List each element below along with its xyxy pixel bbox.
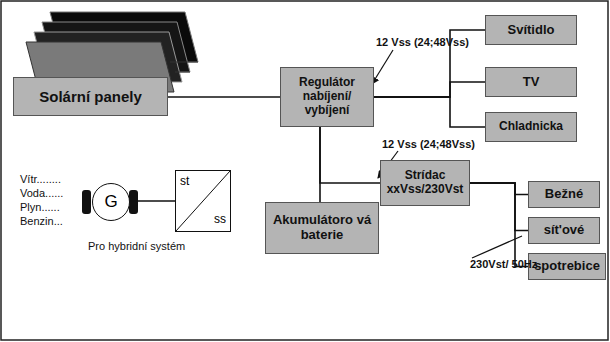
node-text: G [104, 192, 117, 212]
wire-connector [470, 183, 528, 267]
node-text: Svítidlo [508, 23, 555, 38]
inverter-box: Strídac xxVss/230Vst [380, 160, 470, 206]
ac-label: st [180, 175, 189, 189]
leader-line [372, 50, 393, 84]
annotation-label: Benzin... [20, 215, 63, 227]
node-text: sít'ové [544, 223, 585, 238]
annotation-label: 12 Vss (24;48Vss) [382, 138, 475, 150]
node-text: TV [523, 75, 540, 90]
annotation-label: 230Vst/ 50Hz [470, 258, 537, 270]
panel-box: Solární panely [13, 77, 168, 116]
annotation-label: Plyn...... [20, 201, 60, 213]
node-text: Regulátor nabíjení/ vybíjení [285, 76, 369, 117]
node-text: Bežné [545, 187, 583, 202]
battery-box: Akumulátoro vá baterie [265, 202, 379, 254]
load-box: Chladnicka [485, 112, 577, 142]
annotation-label: Pro hybridní systém [88, 240, 185, 252]
converter-box: st ss [175, 170, 231, 232]
wire-connector [470, 183, 528, 195]
appliance-box: sít'ové [528, 217, 600, 244]
dc-label: ss [214, 213, 226, 227]
node-text: Chladnicka [499, 120, 563, 134]
wire-connector [130, 200, 175, 202]
controller-box: Regulátor nabíjení/ vybíjení [280, 67, 374, 127]
node-text: spotrebice [534, 259, 600, 274]
annotation-label: Vítr........ [20, 173, 61, 185]
generator-circle: G [92, 183, 130, 221]
load-box: TV [485, 67, 577, 97]
annotation-label: Voda...... [20, 187, 63, 199]
node-text: Solární panely [39, 88, 142, 105]
wire-connector [374, 30, 485, 97]
wire-connector [168, 96, 280, 98]
appliance-box: Bežné [528, 181, 600, 208]
load-box: Svítidlo [485, 15, 577, 45]
node-text: Strídac xxVss/230Vst [385, 169, 465, 197]
wire-connector [470, 183, 528, 231]
node-text: Akumulátoro vá baterie [270, 213, 374, 243]
appliance-box: spotrebice [528, 253, 606, 280]
wire-connector [374, 82, 485, 97]
wire-connector [374, 97, 485, 127]
annotation-label: 12 Vss (24;48Vss) [376, 36, 469, 48]
wire-connector [320, 127, 380, 183]
